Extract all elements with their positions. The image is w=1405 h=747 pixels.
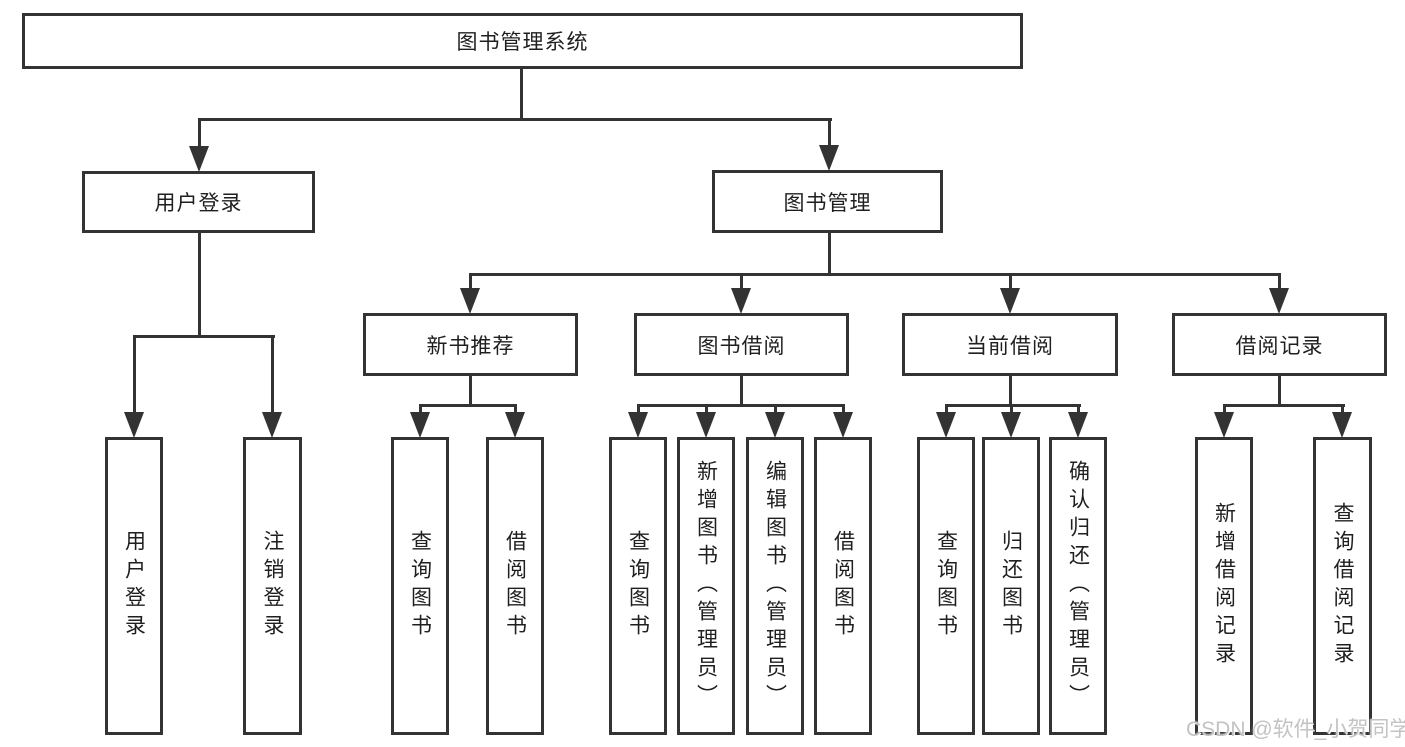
connector-line [1009,276,1012,290]
leaf-label: 查询图书 [934,530,958,642]
connector-line [198,118,832,121]
leaf-label: 用户登录 [122,530,146,642]
node-book-management: 图书管理 [712,170,943,233]
leaf-borrow-books: 借阅图书 [814,437,872,735]
connector-line [945,404,1081,407]
connector-line [1223,407,1226,415]
leaf-confirm-return-admin: 确认归还（管理员） [1049,437,1107,735]
node-label: 图书管理 [783,191,872,215]
connector-line [469,273,1281,276]
down-arrowhead-icon [936,412,956,438]
down-arrowhead-icon [819,145,839,171]
down-arrowhead-icon [833,412,853,438]
node-label: 图书管理系统 [456,31,589,54]
node-label: 当前借阅 [966,334,1054,358]
node-library-management-system: 图书管理系统 [22,13,1023,69]
leaf-label: 借阅图书 [503,530,527,642]
node-label: 图书借阅 [697,334,786,358]
down-arrowhead-icon [696,412,716,438]
connector-line [198,233,201,337]
node-user-login: 用户登录 [82,171,315,233]
down-arrowhead-icon [460,288,480,314]
leaf-user-login: 用户登录 [105,437,163,735]
down-arrowhead-icon [1332,412,1352,438]
down-arrowhead-icon [731,288,751,314]
down-arrowhead-icon [262,412,282,438]
down-arrowhead-icon [505,412,525,438]
connector-line [419,407,422,415]
leaf-label: 注销登录 [261,530,284,642]
node-borrowing-records: 借阅记录 [1172,313,1387,376]
leaf-label: 查询图书 [626,530,650,642]
connector-line [1077,407,1080,415]
leaf-return-books: 归还图书 [982,437,1040,735]
down-arrowhead-icon [1000,288,1020,314]
down-arrowhead-icon [765,412,785,438]
connector-line [828,233,831,275]
leaf-query-books-recommend: 查询图书 [391,437,449,735]
leaf-label: 查询借阅记录 [1331,502,1354,670]
down-arrowhead-icon [1068,412,1088,438]
leaf-query-borrow-record: 查询借阅记录 [1313,437,1372,735]
leaf-add-borrow-record: 新增借阅记录 [1195,437,1253,735]
csdn-watermark: CSDN @软件_小贺同学 [1186,718,1405,741]
connector-line [774,407,777,415]
connector-line [740,276,743,290]
leaf-label: 新增图书（管理员） [694,460,718,712]
connector-line [1223,404,1345,407]
connector-line [1278,376,1281,406]
connector-line [133,335,275,338]
down-arrowhead-icon [410,412,430,438]
connector-line [133,338,136,414]
down-arrowhead-icon [1001,412,1021,438]
connector-line [1010,407,1013,415]
connector-line [469,276,472,290]
down-arrowhead-icon [1269,288,1289,314]
connector-line [705,407,708,415]
node-label: 新书推荐 [426,334,515,358]
connector-line [271,338,274,414]
node-label: 借阅记录 [1235,334,1324,358]
down-arrowhead-icon [1214,412,1234,438]
connector-line [1341,407,1344,415]
leaf-query-books-borrow: 查询图书 [609,437,667,735]
connector-line [520,69,523,119]
leaf-label: 新增借阅记录 [1212,502,1236,670]
node-label: 用户登录 [154,192,243,215]
leaf-label: 编辑图书（管理员） [763,460,787,712]
leaf-add-books-admin: 新增图书（管理员） [677,437,735,735]
leaf-label: 归还图书 [999,530,1023,642]
down-arrowhead-icon [189,146,209,172]
connector-line [945,407,948,415]
connector-line [469,376,472,406]
connector-line [514,407,517,415]
down-arrowhead-icon [124,412,144,438]
node-current-borrowing: 当前借阅 [902,313,1118,376]
connector-line [842,407,845,415]
connector-line [1009,376,1012,406]
connector-line [740,376,743,406]
connector-line [828,121,831,147]
leaf-logout: 注销登录 [243,437,302,735]
connector-line [198,121,201,148]
leaf-label: 确认归还（管理员） [1066,460,1090,712]
leaf-borrow-books-recommend: 借阅图书 [486,437,544,735]
connector-line [419,404,517,407]
down-arrowhead-icon [628,412,648,438]
leaf-label: 查询图书 [408,530,432,642]
leaf-label: 借阅图书 [831,530,855,642]
connector-line [1278,276,1281,290]
node-book-borrowing: 图书借阅 [634,313,849,376]
leaf-query-books-current: 查询图书 [917,437,975,735]
node-new-book-recommendation: 新书推荐 [363,313,578,376]
connector-line [637,404,845,407]
connector-line [637,407,640,415]
leaf-edit-books-admin: 编辑图书（管理员） [746,437,804,735]
